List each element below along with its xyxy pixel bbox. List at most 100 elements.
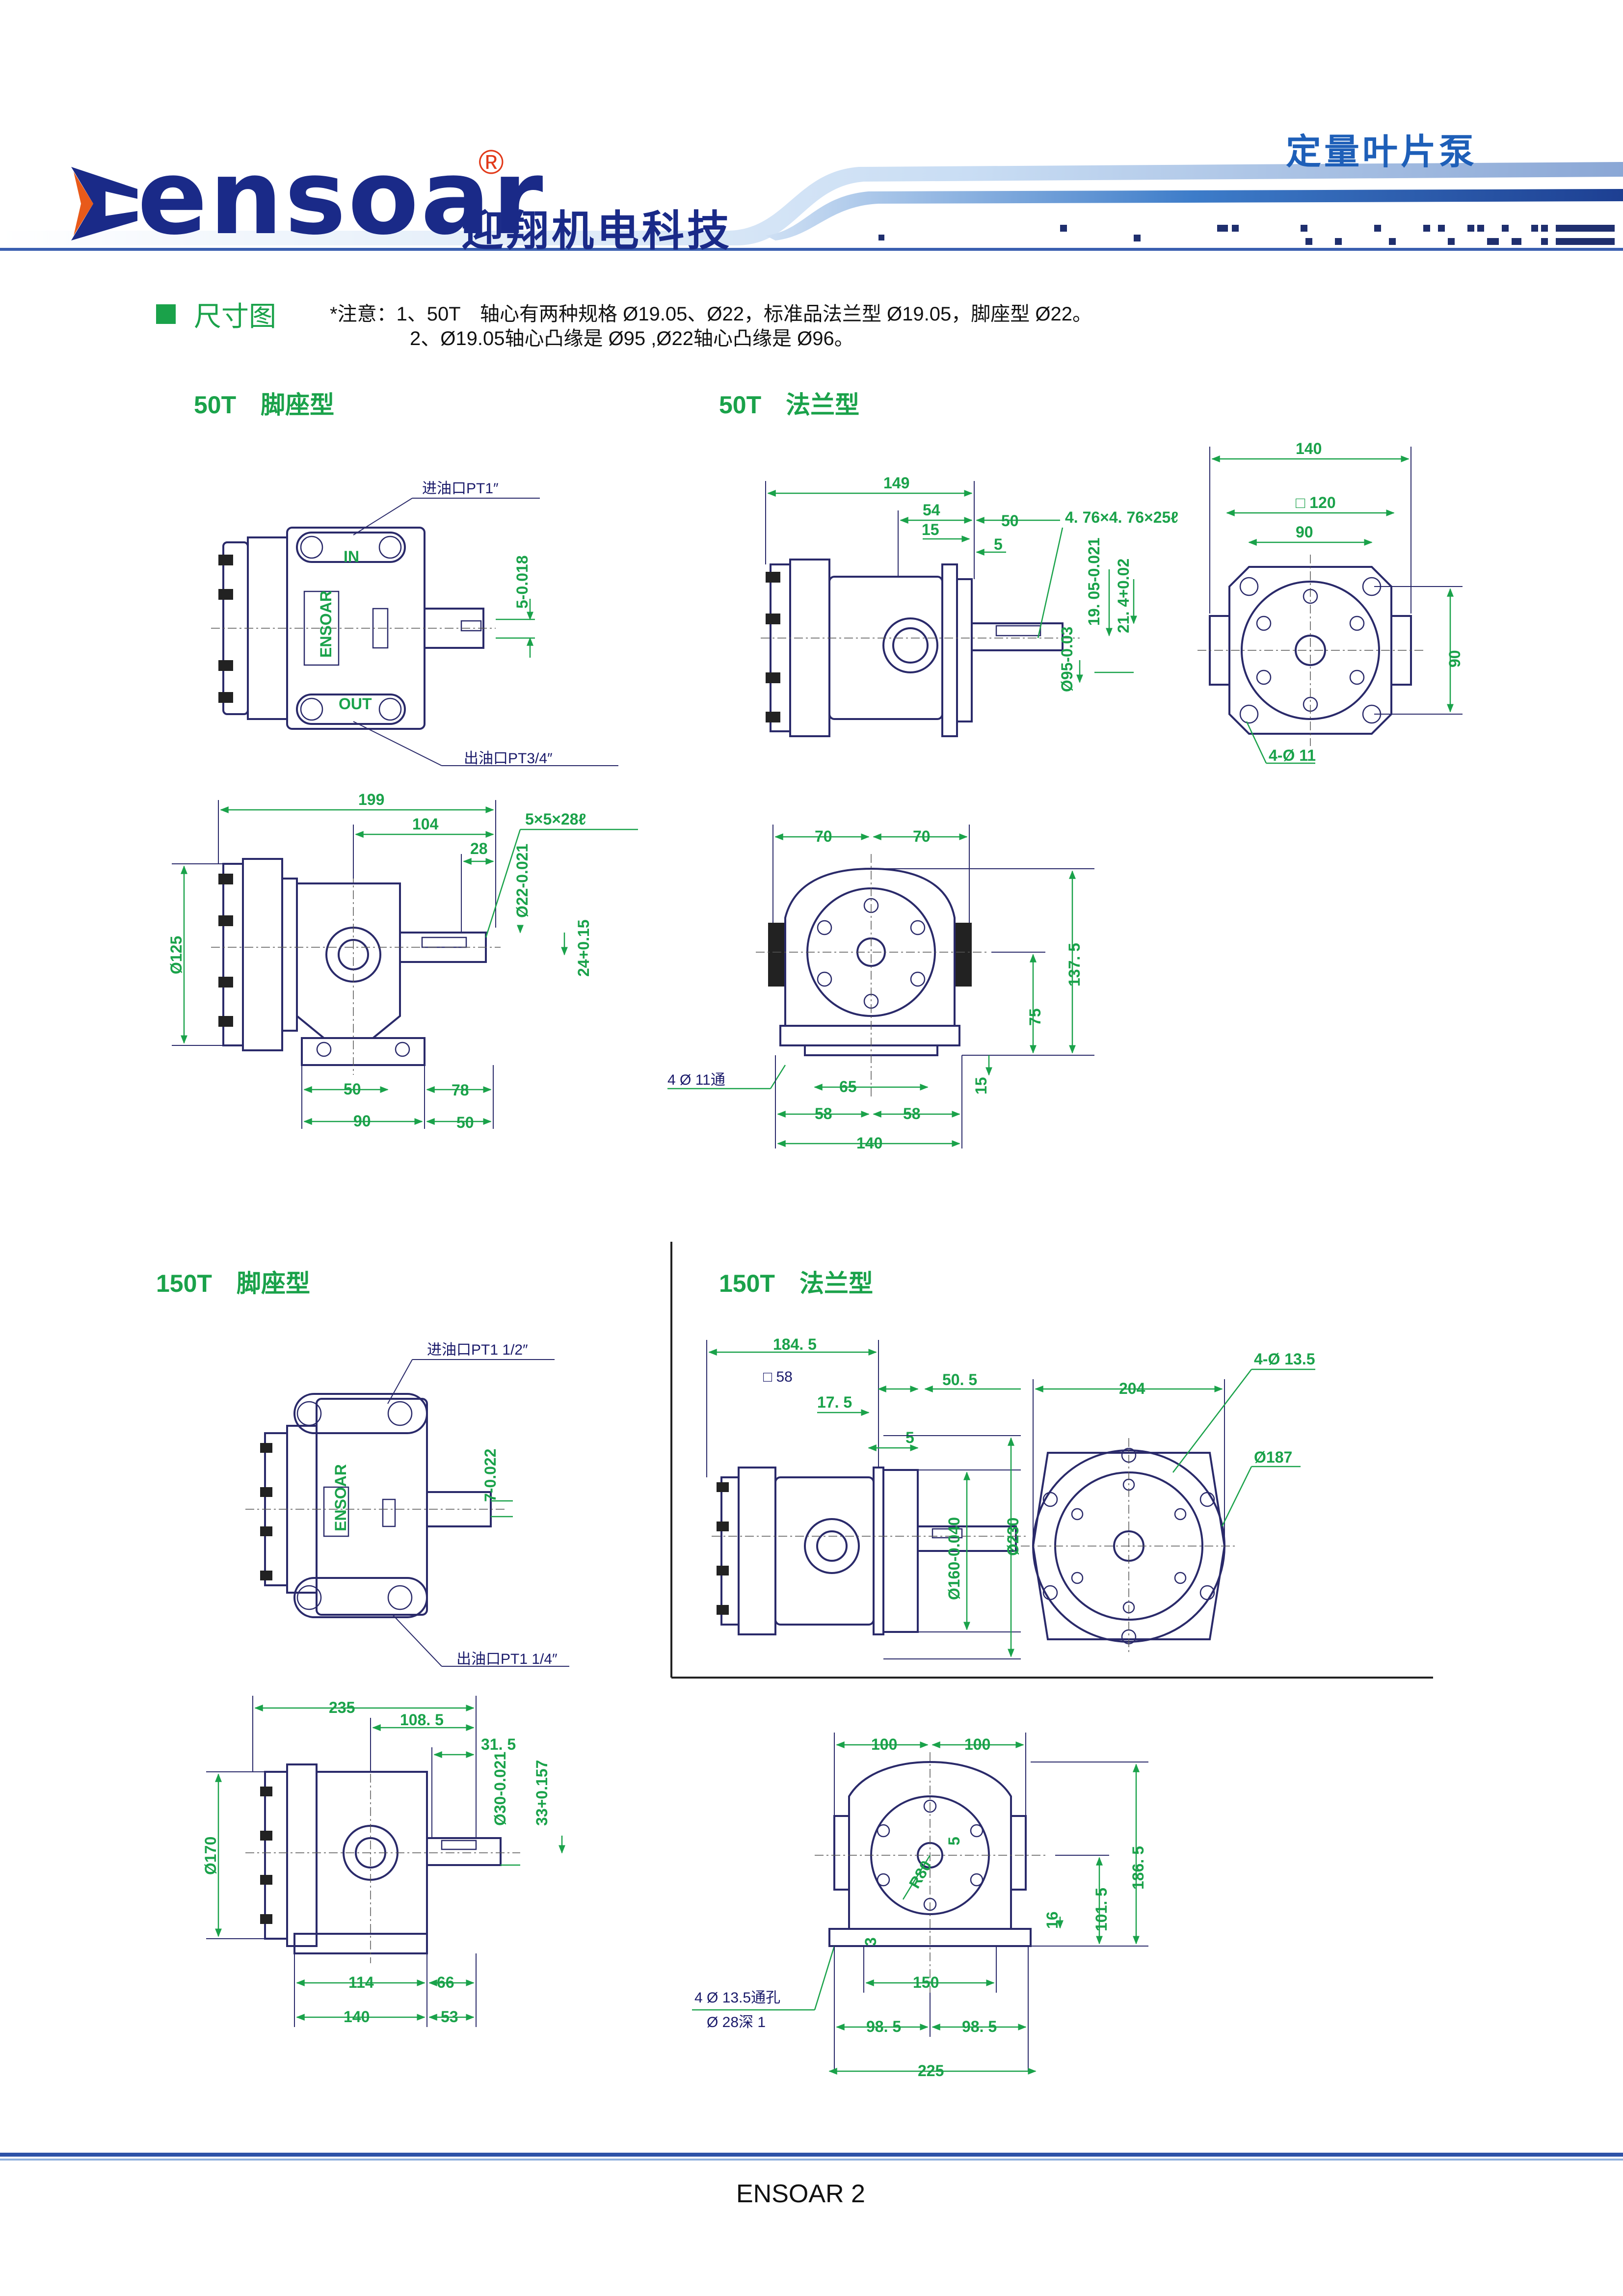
header-dot-pattern <box>878 225 1615 245</box>
note-line-2: 2、Ø19.05轴心凸缘是 Ø95 ,Ø22轴心凸缘是 Ø96。 <box>410 328 854 349</box>
footer-rule <box>0 2153 1623 2161</box>
drawing-title-150t-foot: 150T 脚座型 <box>156 1270 310 1297</box>
dim-19-05: 19. 05-0.021 <box>1085 537 1103 626</box>
drawing-title-50t-foot: 50T 脚座型 <box>194 391 335 419</box>
view-150t-foot-top <box>245 1393 506 1618</box>
label-in-port-50: 进油口PT1″ <box>422 481 499 497</box>
dim-90-foot: 90 <box>353 1112 371 1130</box>
dim-50-flange: 50 <box>1001 512 1019 530</box>
registered-mark: ® <box>479 143 504 181</box>
view-50t-foot-top <box>211 527 496 730</box>
dim-54: 54 <box>923 501 940 519</box>
dim-98-5-right: 98. 5 <box>962 2018 997 2035</box>
section-bullet-icon <box>156 304 176 324</box>
dim-230: Ø230 <box>1004 1518 1022 1556</box>
dim-98-5-left: 98. 5 <box>866 2018 901 2035</box>
section-title: 尺寸图 <box>194 301 276 332</box>
label-key-150-top: 7-0.022 <box>481 1448 499 1502</box>
view-50t-foot-side <box>211 858 501 1075</box>
dim-150: 150 <box>913 1974 939 1991</box>
dim-100-left: 100 <box>871 1735 897 1753</box>
dim-187: Ø187 <box>1254 1448 1292 1466</box>
dim-120-square: □ 120 <box>1296 494 1336 511</box>
dim-66: 66 <box>437 1974 454 1991</box>
dim-101-5: 101. 5 <box>1092 1888 1110 1931</box>
dim-50-foot: 50 <box>344 1080 361 1098</box>
dim-21-4: 21. 4+0.02 <box>1115 559 1132 633</box>
dim-104: 104 <box>412 815 439 833</box>
flange-box-divider <box>670 1242 1433 1679</box>
dim-70-left: 70 <box>815 828 832 845</box>
dim-15: 15 <box>922 521 939 538</box>
dim-125: Ø125 <box>167 936 185 974</box>
dim-58-left: 58 <box>815 1105 832 1122</box>
view-150t-flange-side <box>712 1467 1026 1635</box>
dim-50-5: 50. 5 <box>942 1371 977 1388</box>
label-nameplate-150: ENSOAR <box>332 1464 349 1531</box>
dim-33: 33+0.157 <box>533 1760 551 1826</box>
dim-15-foot: 15 <box>972 1077 990 1095</box>
label-out-port-150: 出油口PT1 1/4″ <box>456 1651 558 1667</box>
dim-78: 78 <box>452 1081 469 1099</box>
dim-184-5: 184. 5 <box>773 1335 817 1353</box>
label-in-mark: IN <box>344 548 359 565</box>
dim-53: 53 <box>441 2008 458 2026</box>
dim-75: 75 <box>1026 1008 1044 1026</box>
dim-square-58: □ 58 <box>763 1369 793 1385</box>
dim-137-5: 137. 5 <box>1065 943 1083 987</box>
dim-140-foot: 140 <box>856 1134 882 1152</box>
dim-204: 204 <box>1119 1380 1145 1397</box>
dim-5: 5 <box>994 535 1003 553</box>
brand-wordmark: ensoar <box>137 137 545 258</box>
dim-22-shaft: Ø22-0.021 <box>513 844 531 918</box>
dim-149: 149 <box>883 474 909 492</box>
label-in-port-150: 进油口PT1 1/2″ <box>427 1342 528 1358</box>
dim-5-vert: 5 <box>945 1837 963 1845</box>
dim-65: 65 <box>839 1078 857 1095</box>
dim-225: 225 <box>918 2062 944 2080</box>
dim-100-right: 100 <box>964 1735 990 1753</box>
note-line-1: *注意：1、50T 轴心有两种规格 Ø19.05、Ø22，标准品法兰型 Ø19.… <box>330 303 1092 325</box>
dim-24: 24+0.15 <box>575 919 592 977</box>
label-holes-4-11-thru: 4 Ø 11通 <box>667 1072 725 1088</box>
view-150t-flange-front <box>1021 1438 1237 1654</box>
dim-235: 235 <box>329 1699 355 1716</box>
dim-140-150-foot: 140 <box>344 2008 370 2026</box>
label-holes-4-13-5-thru: 4 Ø 13.5通孔 <box>694 1990 780 2006</box>
dim-108-5: 108. 5 <box>400 1711 444 1729</box>
view-50t-foot-front <box>756 854 986 1099</box>
dim-140-flange-top: 140 <box>1296 440 1322 457</box>
view-50t-flange-front <box>1197 555 1423 746</box>
label-key-4-76: 4. 76×4. 76×25ℓ <box>1065 508 1178 526</box>
dim-70-right: 70 <box>913 828 931 845</box>
view-50t-flange-side <box>761 559 1080 737</box>
drawing-title-150t-flange: 150T 法兰型 <box>719 1270 873 1297</box>
brand-chinese-name: 迎翔机电科技 <box>461 207 732 256</box>
dim-50-foot-2: 50 <box>456 1114 474 1131</box>
dim-160: Ø160-0.040 <box>945 1517 963 1600</box>
label-out-port-50: 出油口PT3/4″ <box>464 750 553 767</box>
dim-199: 199 <box>358 791 384 808</box>
dim-114: 114 <box>348 1974 374 1991</box>
label-holes-4-13-5: 4-Ø 13.5 <box>1254 1350 1315 1368</box>
view-150t-foot-side <box>245 1757 520 1963</box>
dim-30-shaft: Ø30-0.021 <box>491 1752 509 1826</box>
dim-170: Ø170 <box>202 1837 219 1875</box>
label-holes-4-11: 4-Ø 11 <box>1269 747 1316 764</box>
dim-90-top: 90 <box>1296 523 1313 541</box>
label-key-50-top: 5-0.018 <box>513 555 531 609</box>
dim-31-5: 31. 5 <box>481 1735 516 1753</box>
label-counterbore-28: Ø 28深 1 <box>707 2014 766 2030</box>
header-swoosh <box>0 162 1623 251</box>
dim-90-side: 90 <box>1446 650 1463 667</box>
brand-logo-icon <box>71 167 137 240</box>
dim-5-150: 5 <box>905 1429 914 1446</box>
header-band <box>0 0 1623 275</box>
view-150t-foot-front <box>815 1752 1045 1993</box>
dim-17-5: 17. 5 <box>817 1393 852 1411</box>
dim-16: 16 <box>1043 1911 1061 1929</box>
page-footer-label: ENSOAR 2 <box>736 2180 865 2208</box>
drawing-title-50t-flange: 50T 法兰型 <box>719 391 860 419</box>
product-category-title: 定量叶片泵 <box>1286 133 1478 172</box>
